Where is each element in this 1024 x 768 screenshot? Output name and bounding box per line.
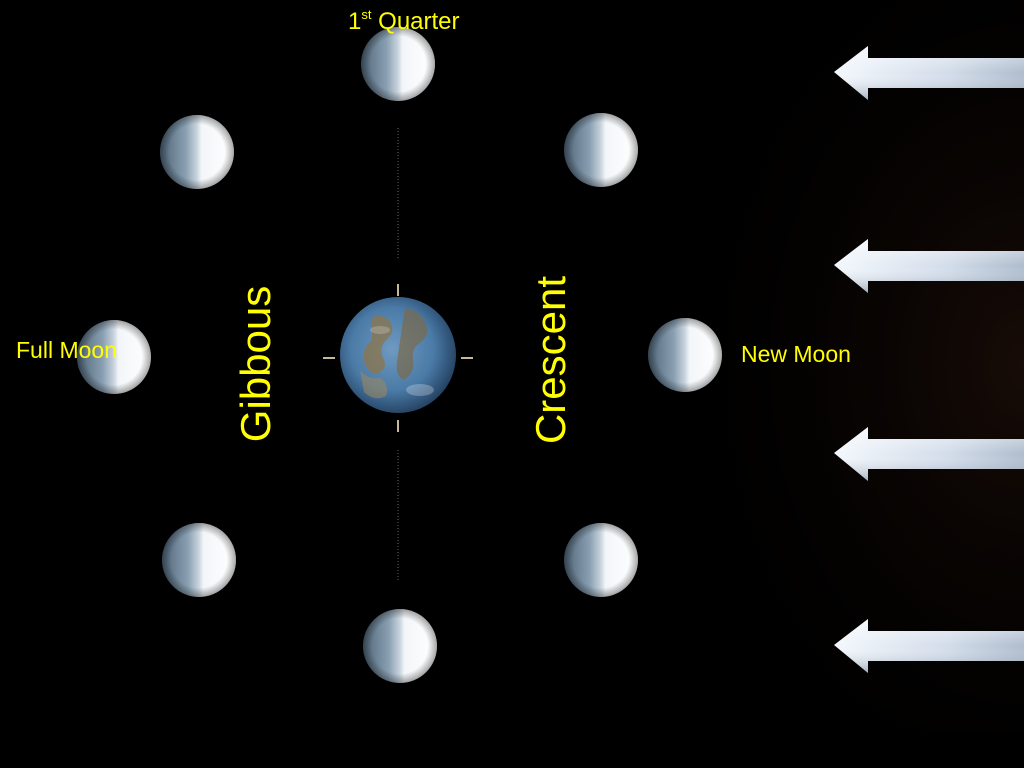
left-arrow-icon bbox=[834, 619, 1024, 673]
moon-icon bbox=[564, 523, 638, 597]
moon-icon bbox=[361, 27, 435, 101]
label-first-quarter: 1st Quarter bbox=[348, 7, 460, 35]
label-gibbous: Gibbous bbox=[232, 285, 279, 443]
label-crescent: Crescent bbox=[527, 275, 574, 445]
first-quarter-suffix: st bbox=[361, 7, 372, 22]
label-new-moon: New Moon bbox=[741, 341, 851, 367]
moon-icon bbox=[648, 318, 722, 392]
moon-icon bbox=[160, 115, 234, 189]
left-arrow-icon bbox=[834, 46, 1024, 100]
left-arrow-icon bbox=[834, 239, 1024, 293]
moon-icon bbox=[363, 609, 437, 683]
first-quarter-word: Quarter bbox=[378, 8, 460, 35]
earth-icon bbox=[340, 297, 456, 413]
moon-icon bbox=[77, 320, 151, 394]
moon-icon bbox=[162, 523, 236, 597]
moon-icon bbox=[564, 113, 638, 187]
label-full-moon: Full Moon bbox=[16, 337, 117, 363]
first-quarter-number: 1 bbox=[348, 8, 362, 35]
earth-crosshair bbox=[323, 284, 473, 432]
left-arrow-icon bbox=[834, 427, 1024, 481]
background-haze bbox=[480, 0, 1024, 730]
